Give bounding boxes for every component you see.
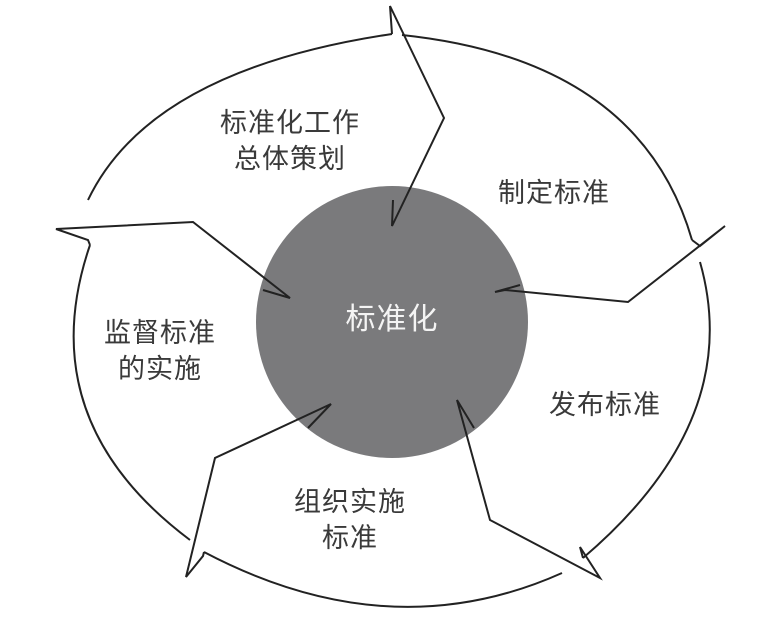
- stage-label-planning-line-2: 总体策划: [234, 144, 346, 175]
- stage-label-supervise: 监督标准 的实施: [90, 316, 230, 388]
- center-label: 标准化: [345, 302, 439, 337]
- arrow-supervise-to-planning: [55, 220, 291, 299]
- arrow-implement-to-supervise: [185, 403, 332, 578]
- arrow-formulate-to-publish: [494, 225, 726, 304]
- stage-label-supervise-line-2: 的实施: [118, 354, 202, 385]
- stage-label-planning-line-1: 标准化工作: [220, 108, 360, 139]
- outer-ring-arc-top-right: [401, 34, 693, 241]
- stage-label-implement-line-1: 组织实施: [294, 487, 406, 518]
- stage-label-formulate: 制定标准: [484, 176, 624, 212]
- outer-ring-arc-bottom: [203, 551, 563, 608]
- stage-label-planning: 标准化工作 总体策划: [200, 106, 380, 178]
- stage-label-publish-line-1: 发布标准: [549, 390, 661, 421]
- outer-ring-arc-top-left: [87, 33, 393, 201]
- arrow-publish-to-implement: [456, 399, 603, 581]
- stage-label-implement: 组织实施 标准: [280, 485, 420, 557]
- stage-label-publish: 发布标准: [535, 388, 675, 424]
- outer-ring-arc-right: [582, 261, 711, 559]
- center-circle: [256, 186, 528, 458]
- stage-label-formulate-line-1: 制定标准: [498, 178, 610, 209]
- stage-label-supervise-line-1: 监督标准: [104, 318, 216, 349]
- arrow-planning-to-formulate: [389, 5, 446, 227]
- outer-ring-arc-left: [72, 244, 191, 541]
- stage-label-implement-line-2: 标准: [322, 523, 378, 554]
